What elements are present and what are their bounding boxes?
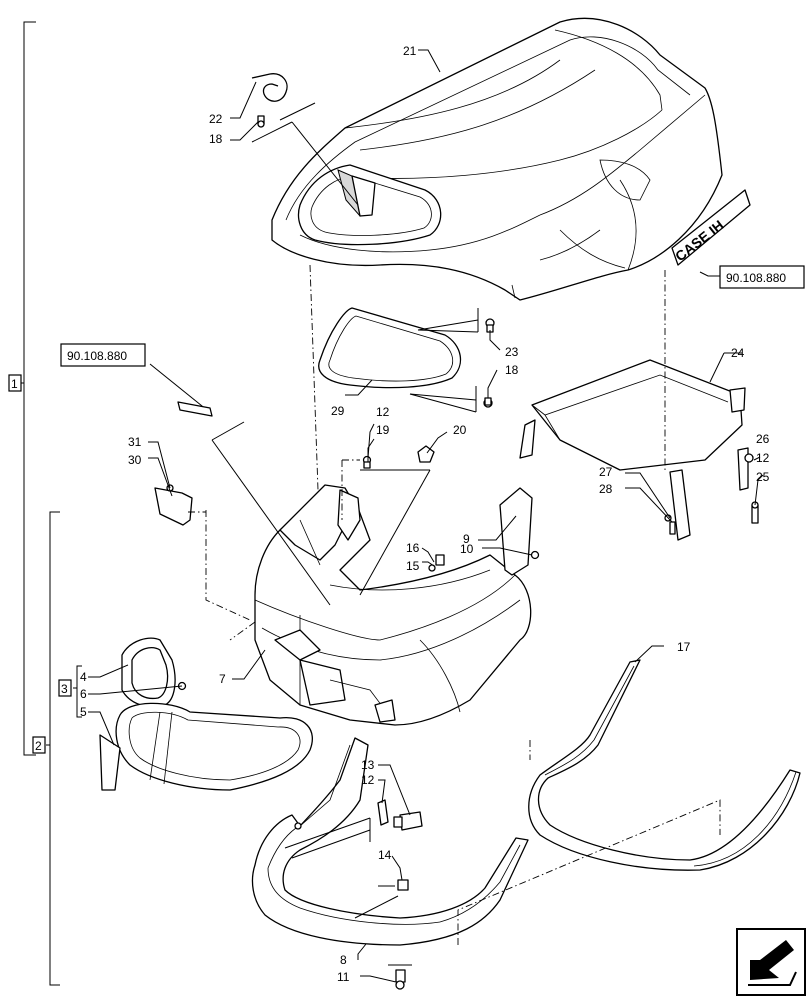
alignment-lines: [188, 264, 721, 945]
tube-part-13: [393, 811, 423, 831]
callout-12-right: 12: [756, 451, 770, 465]
callout-8: 8: [340, 953, 347, 967]
hood-top: [271, 17, 723, 301]
svg-text:1: 1: [11, 377, 18, 391]
group-bracket-1: [20, 21, 36, 756]
group-bracket-3: [73, 665, 82, 718]
bolt-23: [485, 318, 495, 333]
callout-labels: 21 22 18 23 18 29 24 12 19 20 31 30 26 1…: [80, 44, 770, 984]
clip-12-lower: [377, 799, 389, 826]
front-grille-housing: [254, 484, 532, 726]
callout-19: 19: [376, 423, 390, 437]
arrow-next-page-icon[interactable]: [736, 928, 806, 996]
bolt-19: [362, 455, 372, 469]
bolt-28: [669, 521, 676, 535]
callout-4: 4: [80, 670, 87, 684]
group-label-3: 3: [58, 679, 72, 697]
svg-text:2: 2: [35, 739, 42, 753]
callout-18-top: 18: [209, 132, 223, 146]
nut-20: [417, 445, 435, 463]
bolt-18-lower: [483, 397, 493, 408]
callout-24: 24: [731, 346, 745, 360]
reference-text-left: 90.108.880: [67, 349, 127, 363]
lower-apron-8: [251, 737, 529, 946]
callout-9: 9: [463, 532, 470, 546]
callout-6: 6: [80, 687, 87, 701]
callout-15: 15: [406, 559, 420, 573]
callout-28: 28: [599, 482, 613, 496]
bracket-30-31: [154, 484, 193, 526]
callout-16: 16: [406, 541, 420, 555]
callout-26: 26: [756, 432, 770, 446]
callout-20: 20: [453, 423, 467, 437]
callout-25: 25: [756, 470, 770, 484]
leader-lines: [88, 49, 764, 983]
bracket-plate-24: [519, 359, 749, 541]
callout-17: 17: [677, 640, 691, 654]
group-label-2: 2: [32, 736, 46, 754]
bolt-25: [751, 501, 759, 524]
callout-13: 13: [361, 758, 375, 772]
reference-box-left[interactable]: 90.108.880: [60, 343, 146, 367]
nut-26: [744, 453, 754, 463]
callout-27: 27: [599, 465, 613, 479]
callout-31: 31: [128, 435, 142, 449]
callout-12-upper: 12: [376, 405, 390, 419]
light-frame-5: [115, 702, 313, 791]
reference-box-right[interactable]: 90.108.880: [719, 265, 805, 289]
callout-21: 21: [403, 44, 417, 58]
group-bracket-2: [46, 511, 60, 986]
callout-30: 30: [128, 453, 142, 467]
callout-14: 14: [378, 848, 392, 862]
callout-7: 7: [219, 672, 226, 686]
callout-11: 11: [337, 970, 350, 984]
callout-10: 10: [460, 542, 474, 556]
callout-23: 23: [505, 345, 519, 359]
callout-5: 5: [80, 705, 87, 719]
glass-panel-29: [318, 307, 462, 389]
emblem-decal: [177, 401, 213, 417]
strap-part-22: [251, 73, 288, 128]
reference-text-right: 90.108.880: [726, 271, 786, 285]
clip-14: [397, 879, 409, 891]
bracket-9-10: [499, 487, 540, 576]
bolt-11: [395, 969, 406, 990]
callout-12-lower: 12: [361, 773, 375, 787]
light-bezel-4: [121, 637, 176, 708]
svg-text:3: 3: [61, 682, 68, 696]
callout-29: 29: [331, 404, 345, 418]
group-label-1: 1: [8, 374, 22, 392]
callout-18-right: 18: [505, 363, 519, 377]
seal-strip-17: [528, 659, 801, 871]
callout-22: 22: [209, 112, 223, 126]
